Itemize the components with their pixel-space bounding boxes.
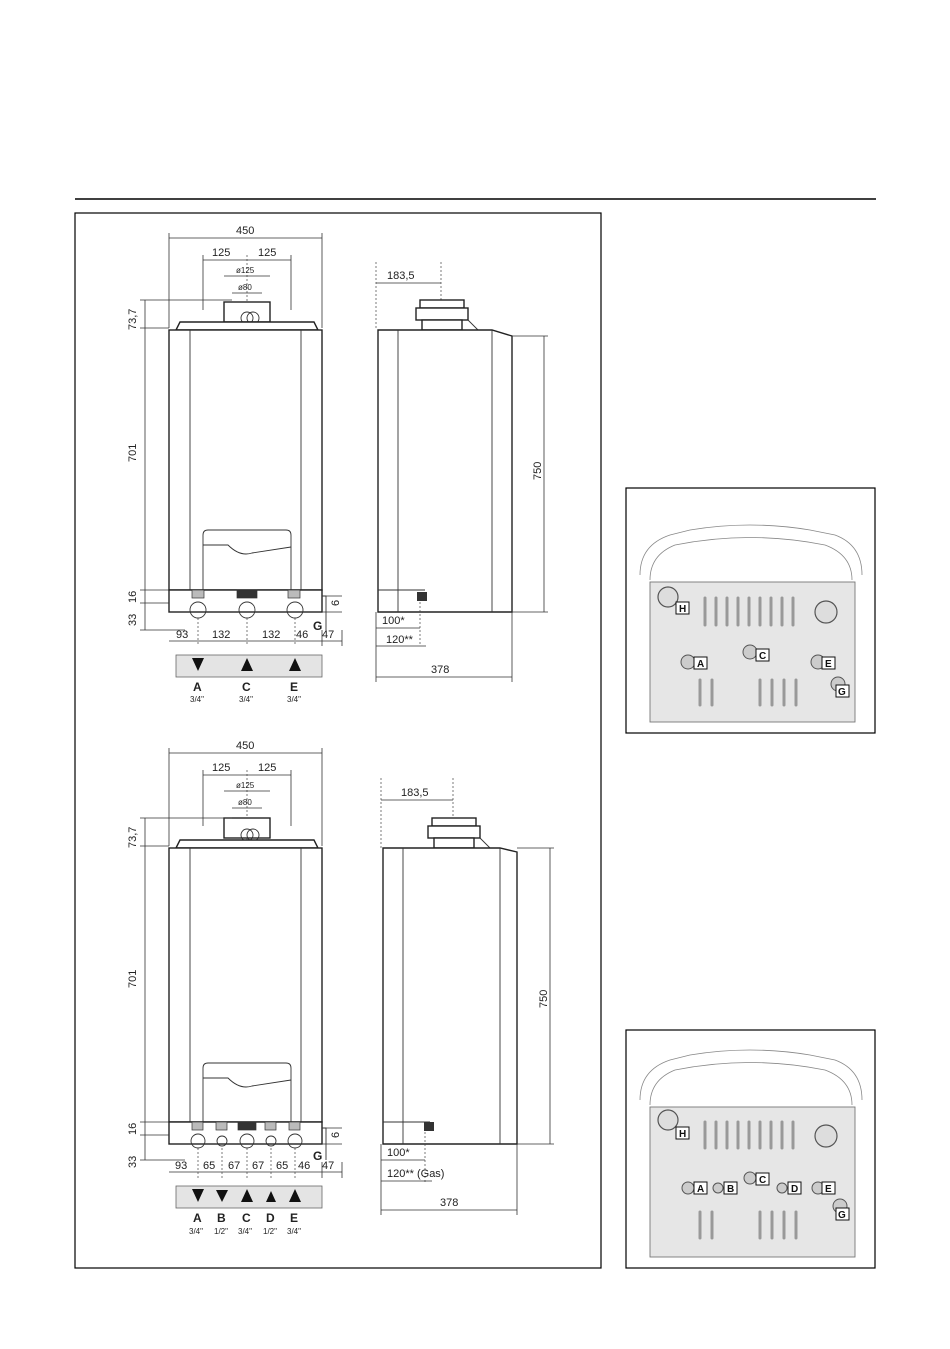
conn-d-letter: D [266,1211,275,1225]
front-view-top: 450 125 125 ø125 ø80 [127,225,342,704]
front-view-bottom: 450 125 125 ø125 ø80 [127,740,342,1236]
svg-text:G: G [838,687,846,698]
flue-offset-dim: 183,5 [387,270,415,282]
svg-text:E: E [825,659,832,670]
svg-text:A: A [697,1184,704,1195]
spacing-6: 46 [298,1160,310,1172]
conn-b-letter: B [217,1211,226,1225]
depth-d1: 100* [382,615,405,627]
svg-text:H: H [679,1129,686,1140]
depth-d1: 100* [387,1147,410,1159]
spacing-2: 65 [203,1160,215,1172]
flue-inner-dim: ø80 [238,283,252,292]
spacing-2: 132 [212,629,230,641]
photo-tag-e: E [822,657,835,670]
spacing-5: 47 [322,629,334,641]
photo-tag-a: A [694,1182,707,1195]
flue-offset-dim: 183,5 [401,787,429,799]
conn-c-size: 3/4" [239,695,253,704]
body-height-dim: 701 [127,970,139,988]
svg-text:C: C [759,651,766,662]
half-right-dim: 125 [258,762,276,774]
half-left-dim: 125 [212,762,230,774]
svg-text:H: H [679,604,686,615]
svg-text:D: D [791,1184,798,1195]
flue-outer-dim: ø125 [236,781,255,790]
drawing-frame [75,213,601,1268]
conn-a-size: 3/4" [190,695,204,704]
photo-tag-g: G [836,685,849,698]
height-dim: 750 [538,990,550,1008]
bottom-height-dim: 33 [127,614,139,626]
svg-text:C: C [759,1175,766,1186]
svg-text:G: G [838,1210,846,1221]
half-right-dim: 125 [258,247,276,259]
connection-photo-bottom: H A B C D E G [626,1030,875,1268]
height-dim: 750 [532,462,544,480]
conn-c-size: 3/4" [238,1227,252,1236]
top-height-dim: 73,7 [127,309,139,330]
depth-d2: 120** (Gas) [387,1168,444,1180]
photo-tag-g: G [836,1208,849,1221]
width-dim: 450 [236,225,254,237]
photo-tag-e: E [822,1182,835,1195]
conn-c-letter: C [242,1211,251,1225]
svg-text:A: A [697,659,704,670]
base-height-dim: 16 [127,1123,139,1135]
depth-total: 378 [440,1197,458,1209]
spacing-4: 67 [252,1160,264,1172]
conn-e-letter: E [290,1211,298,1225]
offset-right-dim: 6 [330,1132,342,1138]
depth-total: 378 [431,664,449,676]
conn-b-size: 1/2" [214,1227,228,1236]
conn-e-size: 3/4" [287,695,301,704]
g-label: G [313,1149,322,1163]
photo-tag-b: B [724,1182,737,1195]
offset-right-dim: 6 [330,600,342,606]
svg-text:E: E [825,1184,832,1195]
width-dim: 450 [236,740,254,752]
flue-inner-dim: ø80 [238,798,252,807]
flue-outer-dim: ø125 [236,266,255,275]
connection-photo-top: H A C E G [626,488,875,733]
side-view-top: 183,5 750 100* 120** 378 [376,262,548,682]
photo-tag-h: H [676,1127,689,1140]
svg-text:B: B [727,1184,734,1195]
top-height-dim: 73,7 [127,827,139,848]
half-left-dim: 125 [212,247,230,259]
conn-a-letter: A [193,680,202,694]
base-height-dim: 16 [127,591,139,603]
conn-d-size: 1/2" [263,1227,277,1236]
conn-a-letter: A [193,1211,202,1225]
spacing-5: 65 [276,1160,288,1172]
spacing-3: 132 [262,629,280,641]
conn-c-letter: C [242,680,251,694]
depth-d2: 120** [386,634,414,646]
photo-tag-h: H [676,602,689,615]
side-view-bottom: 183,5 750 100* 120** (Gas) 378 [381,778,554,1215]
conn-e-size: 3/4" [287,1227,301,1236]
conn-a-size: 3/4" [189,1227,203,1236]
bottom-height-dim: 33 [127,1156,139,1168]
spacing-1: 93 [175,1160,187,1172]
photo-tag-c: C [756,1173,769,1186]
photo-tag-a: A [694,657,707,670]
spacing-4: 46 [296,629,308,641]
photo-tag-d: D [788,1182,801,1195]
conn-e-letter: E [290,680,298,694]
spacing-7: 47 [322,1160,334,1172]
spacing-1: 93 [176,629,188,641]
g-label: G [313,619,322,633]
body-height-dim: 701 [127,444,139,462]
spacing-3: 67 [228,1160,240,1172]
photo-tag-c: C [756,649,769,662]
